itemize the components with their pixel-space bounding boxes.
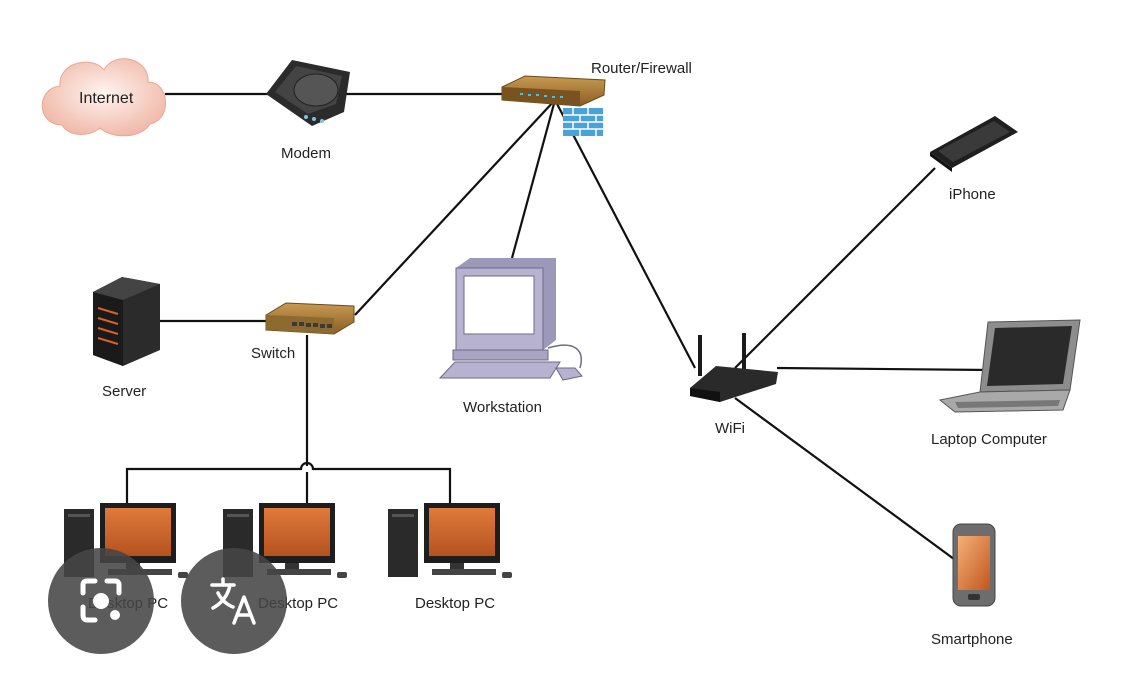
- smartphone-icon: [952, 523, 996, 607]
- server-icon: [93, 277, 160, 366]
- wifi-icon: [690, 333, 778, 402]
- label-wifi: WiFi: [715, 420, 745, 437]
- label-modem: Modem: [281, 145, 332, 162]
- link-desktop-bus: [125, 461, 452, 503]
- label-iphone: iPhone: [949, 186, 996, 203]
- link-router-switch: [354, 99, 556, 316]
- lens-camera-icon: [80, 578, 122, 623]
- label-switch: Switch: [251, 345, 296, 362]
- links: [125, 92, 991, 563]
- label-workstation: Workstation: [463, 399, 542, 416]
- link-wifi-smartphone: [734, 397, 959, 563]
- label-smartphone: Smartphone: [931, 631, 1013, 648]
- link-wifi-laptop: [776, 366, 991, 372]
- router-icon: [501, 75, 606, 107]
- label-desktop-3: Desktop PC: [415, 595, 496, 612]
- link-wifi-iphone: [734, 167, 936, 369]
- cloud-icon: [41, 58, 166, 137]
- link-router-workstation: [510, 99, 557, 259]
- translate-icon: [210, 577, 256, 625]
- laptop-icon: [938, 319, 1081, 413]
- firewall-icon: [563, 108, 603, 136]
- label-server: Server: [102, 383, 147, 400]
- translate-button[interactable]: [181, 548, 287, 654]
- label-laptop: Laptop Computer: [931, 431, 1047, 448]
- link-router-wifi: [554, 99, 696, 369]
- lens-button[interactable]: [48, 548, 154, 654]
- modem-icon: [266, 60, 350, 126]
- workstation-icon: [438, 258, 583, 381]
- desktop-pc-icon-2: [223, 503, 347, 578]
- label-router: Router/Firewall: [591, 60, 692, 77]
- switch-icon: [265, 302, 355, 335]
- iphone-icon: [930, 116, 1018, 172]
- desktop-pc-icon-3: [388, 503, 512, 578]
- label-internet: Internet: [79, 90, 134, 107]
